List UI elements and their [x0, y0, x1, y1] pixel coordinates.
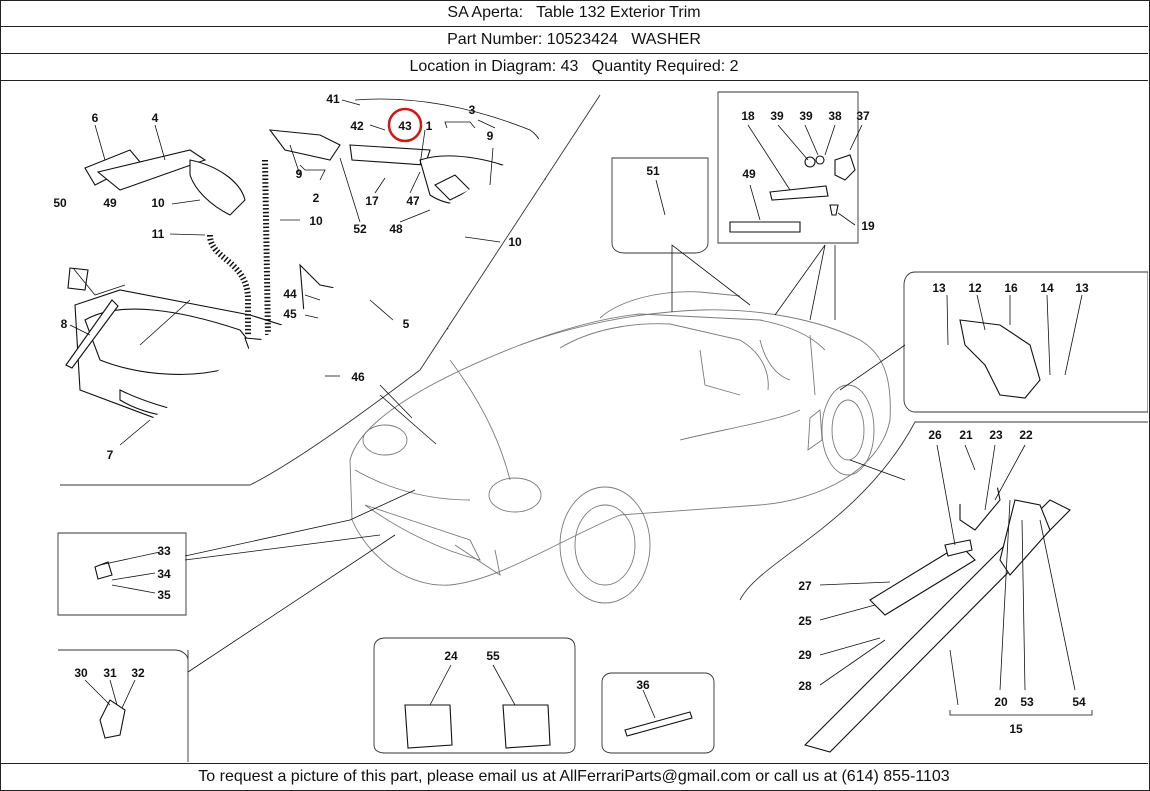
label-45: 45 — [283, 307, 297, 321]
highlight-circle — [387, 107, 423, 143]
header-title: SA Aperta: Table 132 Exterior Trim — [0, 0, 1148, 27]
label-10c: 10 — [508, 235, 522, 249]
label-53: 53 — [1020, 695, 1034, 709]
label-10a: 10 — [151, 196, 165, 210]
label-49b: 49 — [742, 167, 756, 181]
label-34: 34 — [157, 567, 171, 581]
label-49a: 49 — [103, 196, 117, 210]
label-26: 26 — [928, 428, 942, 442]
label-32: 32 — [131, 666, 145, 680]
label-13a: 13 — [932, 281, 946, 295]
label-54: 54 — [1072, 695, 1086, 709]
label-23: 23 — [989, 428, 1003, 442]
header-part-number: Part Number: 10523424 WASHER — [0, 27, 1148, 54]
label-42: 42 — [350, 119, 364, 133]
label-37: 37 — [856, 109, 870, 123]
car-outline — [349, 291, 891, 604]
label-24: 24 — [444, 649, 458, 663]
callout-parts — [94, 319, 1041, 749]
label-16: 16 — [1004, 281, 1018, 295]
label-44: 44 — [283, 287, 297, 301]
label-51: 51 — [646, 164, 660, 178]
label-1: 1 — [426, 119, 433, 133]
label-6: 6 — [92, 111, 99, 125]
label-5: 5 — [403, 317, 410, 331]
label-25: 25 — [798, 614, 812, 628]
label-46: 46 — [351, 370, 365, 384]
exploded-parts-diagram: 41 6 4 10 11 50 49 8 7 42 43 1 3 9 9 2 1… — [53, 91, 1148, 762]
label-7: 7 — [107, 448, 114, 462]
label-52: 52 — [353, 222, 367, 236]
label-4: 4 — [152, 111, 159, 125]
leader-lines — [69, 99, 1093, 719]
label-17: 17 — [365, 194, 379, 208]
label-47: 47 — [406, 194, 420, 208]
label-9a: 9 — [296, 167, 303, 181]
label-11: 11 — [152, 227, 165, 241]
label-30: 30 — [74, 666, 88, 680]
label-39: 39 — [799, 109, 813, 123]
label-27: 27 — [798, 579, 812, 593]
label-50: 50 — [53, 196, 67, 210]
label-21: 21 — [959, 428, 973, 442]
label-40: 39 — [770, 109, 784, 123]
badge-group — [729, 154, 856, 233]
label-43: 43 — [398, 119, 412, 133]
reference-labels: 41 6 4 10 11 50 49 8 7 42 43 1 3 9 9 2 1… — [53, 92, 1089, 736]
label-14: 14 — [1040, 281, 1054, 295]
footer-contact: To request a picture of this part, pleas… — [0, 763, 1148, 790]
label-48: 48 — [389, 222, 403, 236]
label-28: 28 — [798, 679, 812, 693]
label-2: 2 — [313, 191, 320, 205]
label-33: 33 — [157, 544, 171, 558]
label-13b: 13 — [1075, 281, 1089, 295]
label-22: 22 — [1019, 428, 1033, 442]
label-9b: 9 — [487, 129, 494, 143]
label-31: 31 — [103, 666, 117, 680]
label-29: 29 — [798, 648, 812, 662]
label-12: 12 — [968, 281, 982, 295]
label-8: 8 — [61, 317, 68, 331]
label-41: 41 — [326, 92, 340, 106]
label-35: 35 — [157, 588, 171, 602]
label-36: 36 — [636, 678, 650, 692]
label-20: 20 — [994, 695, 1008, 709]
label-38: 38 — [828, 109, 842, 123]
label-19: 19 — [861, 219, 875, 233]
label-18: 18 — [741, 109, 755, 123]
label-15: 15 — [1009, 722, 1023, 736]
label-55: 55 — [486, 649, 500, 663]
label-10b: 10 — [309, 214, 323, 228]
header-location: Location in Diagram: 43 Quantity Require… — [0, 54, 1148, 81]
label-3: 3 — [469, 103, 476, 117]
